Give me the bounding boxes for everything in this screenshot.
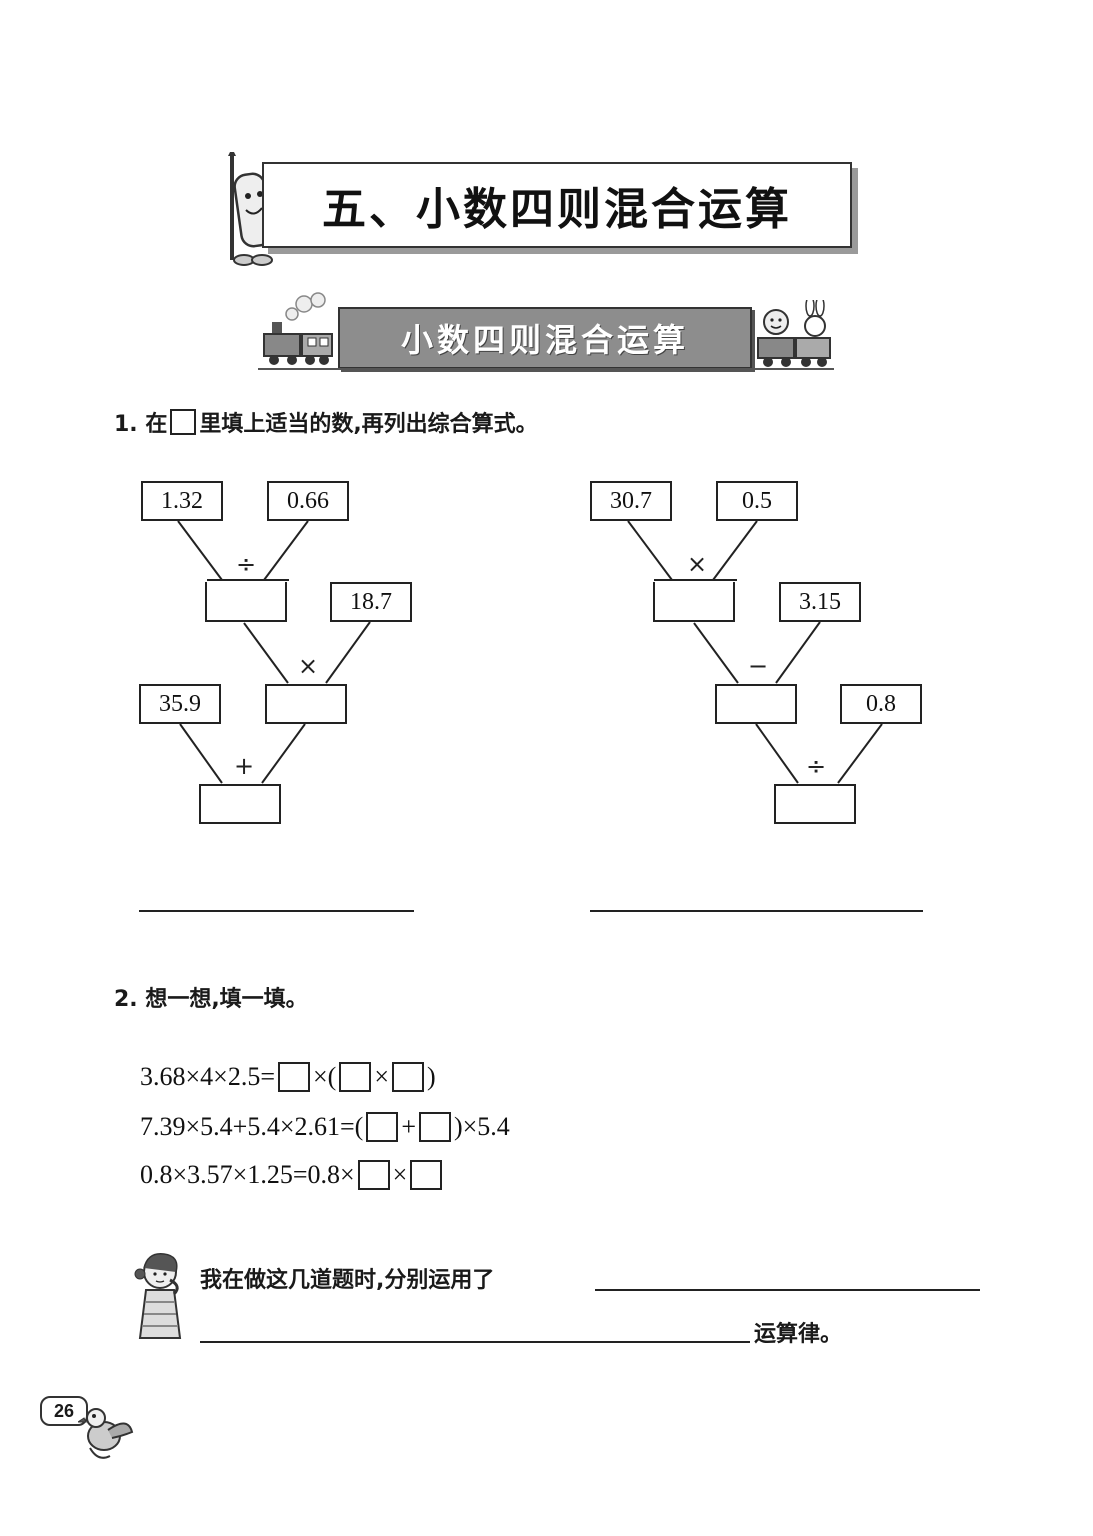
equation-2-lhs: 7.39×5.4+5.4×2.61=( — [140, 1112, 364, 1141]
right-tree-box-3: 3.15 — [779, 582, 861, 622]
left-tree-box-3: 18.7 — [330, 582, 412, 622]
reflection-line-1: 我在做这几道题时,分别运用了 — [200, 1268, 495, 1293]
equation-3-blank-2[interactable] — [410, 1160, 443, 1190]
inline-box-icon — [170, 409, 197, 435]
question-2: 2. 想一想,填一填。 — [114, 987, 308, 1012]
right-tree-op-1: × — [686, 550, 708, 578]
right-tree-box-4: 0.8 — [840, 684, 922, 724]
equation-3-text-1: × — [392, 1160, 408, 1189]
left-tree-answer-box-1[interactable] — [205, 582, 287, 622]
equation-1-text-1: ×( — [313, 1062, 337, 1091]
equation-1-lhs: 3.68×4×2.5= — [140, 1062, 275, 1091]
left-tree-answer-box-3[interactable] — [199, 784, 281, 824]
reflection-line-2-suffix: 运算律。 — [754, 1322, 843, 1347]
equation-3: 0.8×3.57×1.25=0.8× × — [140, 1160, 445, 1190]
right-tree-answer-box-2[interactable] — [715, 684, 797, 724]
right-tree-answer-box-1[interactable] — [653, 582, 735, 622]
kids-cart-icon — [757, 300, 831, 367]
equation-2-text-1: + — [401, 1112, 416, 1141]
equation-3-blank-1[interactable] — [357, 1160, 390, 1190]
equation-1-text-2: × — [374, 1062, 389, 1091]
left-tree-answer-box-2[interactable] — [265, 684, 347, 724]
section-banner: 小数四则混合运算 — [338, 307, 752, 369]
reflection-answer-line-1[interactable] — [595, 1289, 980, 1291]
section-title: 小数四则混合运算 — [400, 321, 689, 359]
equation-1-blank-3[interactable] — [392, 1062, 424, 1092]
left-tree-op-1: ÷ — [235, 550, 257, 578]
equation-2-text-2: )×5.4 — [453, 1112, 510, 1141]
question-1-suffix: 里填上适当的数,再列出综合算式。 — [199, 412, 538, 437]
right-tree-op-2: − — [747, 652, 769, 680]
left-formula-answer-line[interactable] — [139, 910, 414, 912]
equation-1-blank-2[interactable] — [339, 1062, 372, 1092]
bird-icon — [78, 1408, 134, 1459]
right-formula-answer-line[interactable] — [590, 910, 923, 912]
equation-2: 7.39×5.4+5.4×2.61=( + )×5.4 — [140, 1112, 510, 1142]
train-icon — [263, 292, 333, 365]
question-1-prefix: 1. 在 — [114, 412, 168, 437]
chapter-title: 五、小数四则混合运算 — [322, 184, 792, 235]
equation-3-lhs: 0.8×3.57×1.25=0.8× — [140, 1160, 355, 1189]
right-tree-box-1: 30.7 — [590, 481, 672, 521]
left-tree-box-2: 0.66 — [267, 481, 349, 521]
equation-2-blank-2[interactable] — [418, 1112, 451, 1142]
right-tree-box-2: 0.5 — [716, 481, 798, 521]
right-tree-answer-box-3[interactable] — [774, 784, 856, 824]
left-tree-box-1: 1.32 — [141, 481, 223, 521]
equation-1-blank-1[interactable] — [278, 1062, 310, 1092]
equation-1: 3.68×4×2.5= ×( × ) — [140, 1062, 436, 1092]
question-1: 1. 在 里填上适当的数,再列出综合算式。 — [114, 406, 538, 438]
left-tree-box-4: 35.9 — [139, 684, 221, 724]
right-tree-op-3: ÷ — [805, 752, 827, 780]
reflection-answer-line-2[interactable] — [200, 1341, 750, 1343]
chapter-banner: 五、小数四则混合运算 — [262, 162, 852, 248]
equation-1-text-3: ) — [427, 1062, 436, 1091]
equation-2-blank-1[interactable] — [366, 1112, 399, 1142]
section-divider — [258, 368, 834, 370]
thinking-girl-icon — [134, 1253, 182, 1339]
left-tree-op-2: × — [297, 652, 319, 680]
left-tree-op-3: + — [233, 752, 255, 780]
